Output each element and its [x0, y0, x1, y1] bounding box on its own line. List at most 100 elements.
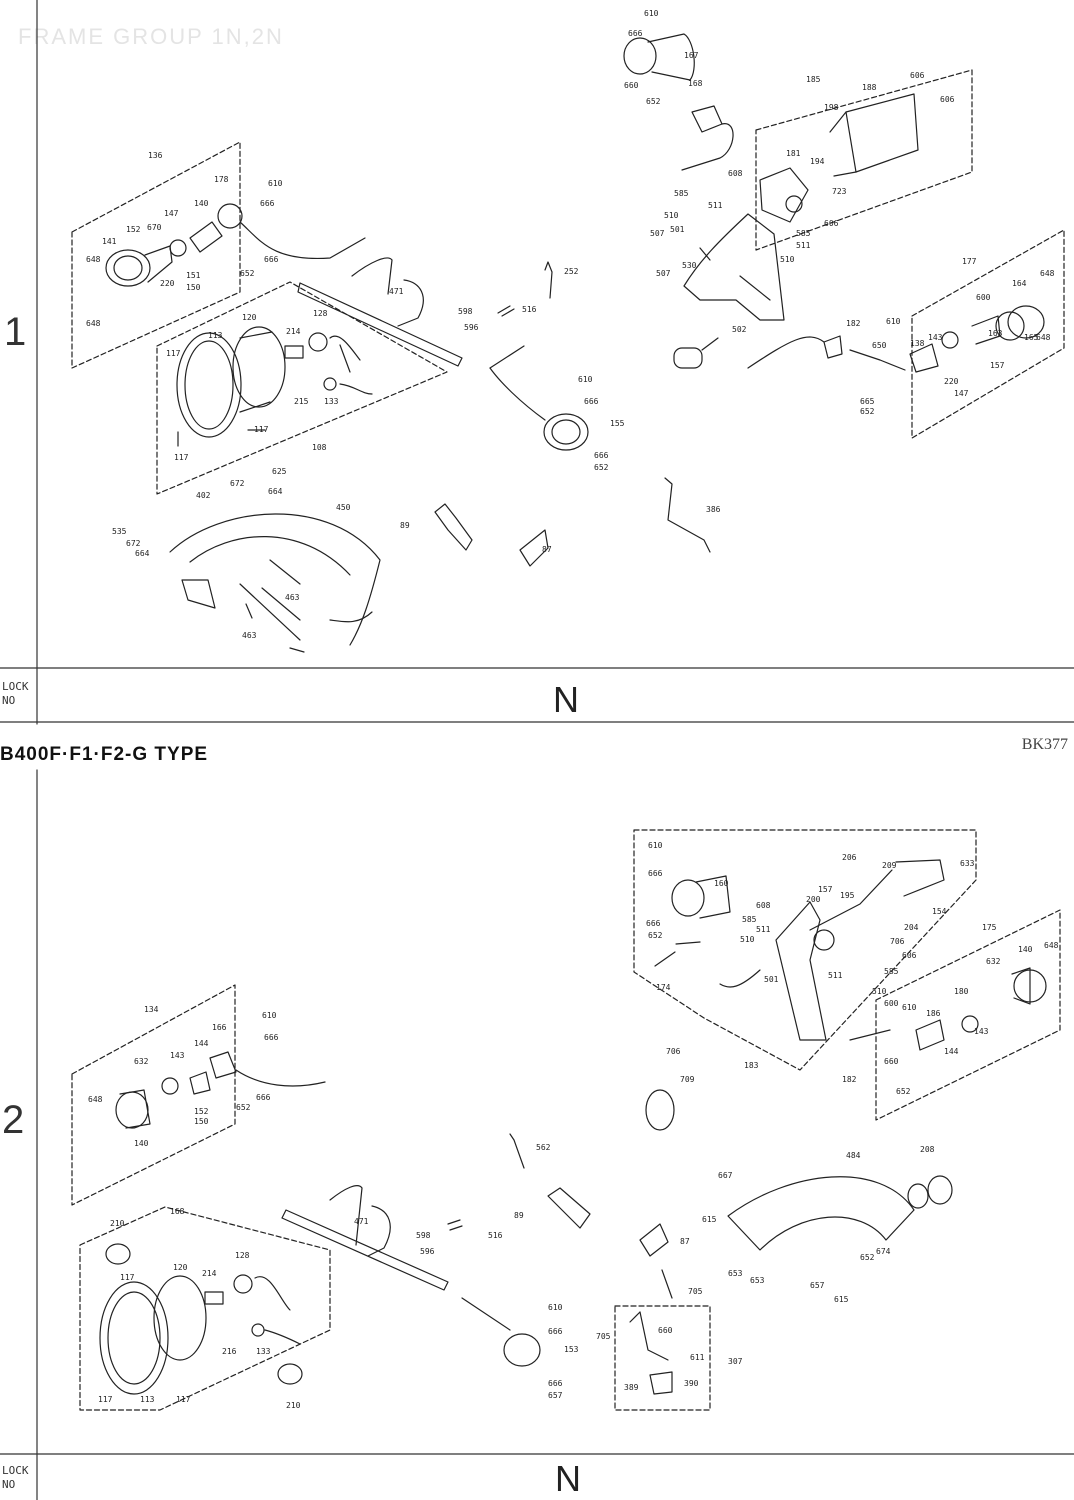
part-number-label: 507	[656, 269, 671, 278]
part-number-label: 168	[688, 79, 703, 88]
part-number-label: 510	[740, 935, 755, 944]
section-1-lock-value: N	[553, 679, 579, 720]
part-number-label: 666	[646, 919, 661, 928]
part-number-label: 136	[148, 151, 163, 160]
part-number-label: 484	[846, 1151, 861, 1160]
section-1-drawing	[71, 33, 1065, 653]
part-number-label: 511	[756, 925, 771, 934]
part-number-label: 128	[313, 309, 328, 318]
part-number-label: 632	[134, 1057, 149, 1066]
part-number-label: 535	[112, 527, 127, 536]
part-number-label: 141	[102, 237, 117, 246]
part-number-label: 117	[166, 349, 181, 358]
part-number-label: 389	[624, 1383, 639, 1392]
part-number-label: 307	[728, 1357, 743, 1366]
part-number-label: 652	[594, 463, 609, 472]
part-number-label: 220	[160, 279, 175, 288]
part-number-label: 705	[688, 1287, 703, 1296]
center-parts-1	[434, 261, 711, 567]
part-number-label: 140	[194, 199, 209, 208]
part-number-label: 598	[416, 1231, 431, 1240]
part-number-label: 152	[194, 1107, 209, 1116]
part-number-label: 610	[262, 1011, 277, 1020]
part-number-label: 450	[336, 503, 351, 512]
part-number-label: 165	[1024, 333, 1039, 342]
part-number-label: 185	[806, 75, 821, 84]
group-box-134	[71, 984, 236, 1206]
part-number-label: 610	[902, 1003, 917, 1012]
part-number-label: 516	[488, 1231, 503, 1240]
part-number-label: 502	[732, 325, 747, 334]
part-number-label: 210	[110, 1219, 125, 1228]
part-number-label: 652	[240, 269, 255, 278]
part-number-label: 666	[648, 869, 663, 878]
part-number-label: 183	[744, 1061, 759, 1070]
part-number-label: 652	[860, 1253, 875, 1262]
center-parts-2	[447, 1089, 675, 1367]
part-number-label: 214	[202, 1269, 217, 1278]
part-number-label: 648	[88, 1095, 103, 1104]
part-number-label: 164	[1012, 279, 1027, 288]
part-number-label: 153	[564, 1345, 579, 1354]
part-number-label: 610	[644, 9, 659, 18]
part-number-label: 511	[708, 201, 723, 210]
part-number-label: 666	[628, 29, 643, 38]
part-number-label: 138	[910, 339, 925, 348]
part-number-label: 140	[1018, 945, 1033, 954]
part-number-label: 181	[786, 149, 801, 158]
part-number-label: 208	[920, 1145, 935, 1154]
part-number-label: 585	[884, 967, 899, 976]
part-number-label: 666	[264, 255, 279, 264]
part-number-label: 666	[594, 451, 609, 460]
part-number-label: 463	[242, 631, 257, 640]
group-box-307	[614, 1305, 711, 1411]
part-number-label: 530	[682, 261, 697, 270]
part-number-label: 154	[932, 907, 947, 916]
part-number-label: 140	[134, 1139, 149, 1148]
tail-lamp-2	[654, 859, 945, 1041]
part-number-label: 585	[796, 229, 811, 238]
part-number-label: 194	[810, 157, 825, 166]
part-number-label: 117	[98, 1395, 113, 1404]
headlight-assembly-1	[176, 326, 373, 447]
headlight-assembly-2	[99, 1243, 303, 1395]
part-number-label: 610	[648, 841, 663, 850]
part-number-label: 632	[986, 957, 1001, 966]
part-number-label: 606	[940, 95, 955, 104]
part-number-label: 87	[542, 545, 552, 554]
part-number-label: 648	[1036, 333, 1051, 342]
part-number-label: 510	[664, 211, 679, 220]
group-box-108-2	[79, 1206, 331, 1411]
part-number-label: 648	[1044, 941, 1059, 950]
part-number-label: 652	[646, 97, 661, 106]
part-number-label: 167	[684, 51, 699, 60]
part-number-label: 182	[846, 319, 861, 328]
rear-fender-2	[727, 1175, 953, 1251]
part-number-label: 166	[212, 1023, 227, 1032]
section-2-number: 2	[2, 1098, 25, 1142]
part-number-label: 672	[126, 539, 141, 548]
part-number-label: 220	[944, 377, 959, 386]
page-reference-code: BK377	[1021, 736, 1068, 753]
part-number-label: 386	[706, 505, 721, 514]
part-number-label: 660	[624, 81, 639, 90]
part-number-label: 610	[548, 1303, 563, 1312]
part-number-label: 152	[126, 225, 141, 234]
part-number-label: 463	[285, 593, 300, 602]
turn-signal-right-2	[849, 967, 1047, 1051]
part-number-label: 511	[796, 241, 811, 250]
part-number-label: 608	[756, 901, 771, 910]
part-number-label: 501	[670, 225, 685, 234]
part-number-label: 204	[904, 923, 919, 932]
part-number-label: 652	[860, 407, 875, 416]
part-number-label: 143	[170, 1051, 185, 1060]
part-number-label: 664	[135, 549, 150, 558]
model-type-title: B400F·F1·F2-G TYPE	[0, 744, 209, 765]
part-number-label: 606	[910, 71, 925, 80]
part-number-label: 177	[962, 257, 977, 266]
part-number-label: 147	[164, 209, 179, 218]
part-number-label: 657	[548, 1391, 563, 1400]
part-number-label: 206	[842, 853, 857, 862]
part-number-label: 516	[522, 305, 537, 314]
